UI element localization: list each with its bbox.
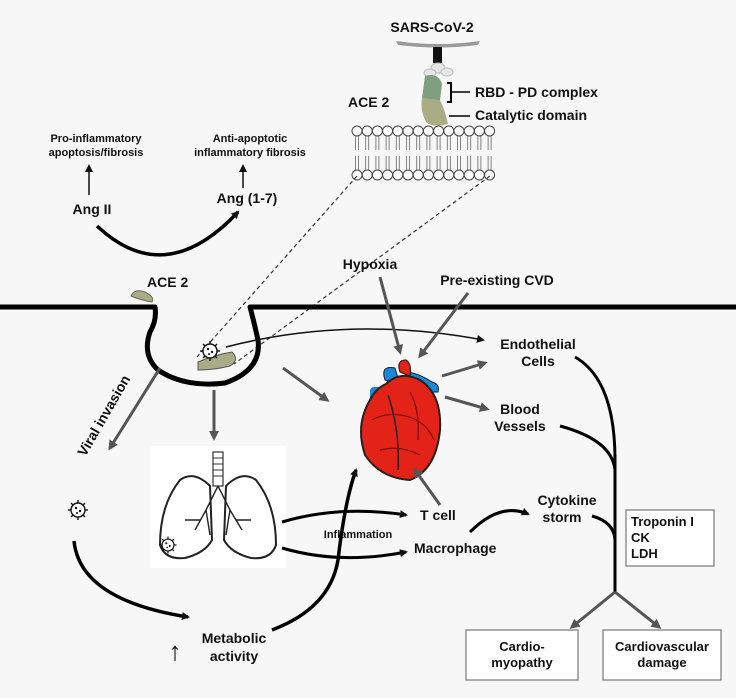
ang17-label: Ang (1-7) bbox=[217, 190, 278, 206]
ang-conversion-arrow bbox=[95, 210, 240, 257]
lungs-to-macrophage-arrow bbox=[281, 546, 408, 560]
cv-damage-line1: Cardiovascular bbox=[615, 639, 709, 654]
cardiomyopathy-line2: myopathy bbox=[491, 655, 553, 670]
macrophage-label: Macrophage bbox=[414, 540, 497, 556]
blood-line1: Blood bbox=[500, 401, 540, 417]
virus-label: SARS-CoV-2 bbox=[390, 19, 473, 35]
heart-to-blood-arrow bbox=[444, 395, 490, 412]
to-cardiomyopathy-arrow bbox=[569, 590, 616, 629]
ace2-cell-protein bbox=[130, 290, 154, 303]
heart-to-endothelial-arrow bbox=[441, 360, 488, 378]
cell-membrane-bilayer bbox=[351, 125, 496, 181]
ace2-cell-label: ACE 2 bbox=[147, 274, 188, 290]
spike-protein bbox=[396, 41, 480, 78]
endothelial-line2: Cells bbox=[521, 353, 555, 369]
free-virus-icon bbox=[67, 499, 89, 521]
hypoxia-label: Hypoxia bbox=[343, 256, 398, 272]
metabolic-up-icon: ↑ bbox=[169, 636, 182, 666]
metabolic-line2: activity bbox=[210, 648, 258, 664]
viral-invasion-arrow bbox=[108, 367, 162, 451]
marker-ck: CK bbox=[631, 530, 650, 545]
anti-apoptotic-line2: inflammatory fibrosis bbox=[194, 147, 306, 159]
rbd-bracket bbox=[447, 82, 452, 103]
cvd-arrow bbox=[418, 292, 470, 359]
ang2-label: Ang II bbox=[73, 201, 112, 217]
bound-virus-icon bbox=[199, 340, 221, 362]
blood-branch bbox=[559, 424, 617, 471]
preexisting-cvd-label: Pre-existing CVD bbox=[440, 272, 554, 288]
metabolic-line1: Metabolic bbox=[202, 630, 267, 646]
viral-invasion-label: Viral invasion bbox=[74, 372, 133, 459]
hypoxia-arrow bbox=[378, 276, 404, 355]
zoom-line-left bbox=[196, 175, 358, 358]
cv-damage-box: Cardiovascular damage bbox=[602, 629, 722, 681]
ace2-top-label: ACE 2 bbox=[348, 94, 389, 110]
to-cv-damage-arrow bbox=[614, 590, 662, 629]
t-cell-label: T cell bbox=[420, 507, 456, 523]
cell-membrane bbox=[0, 304, 736, 387]
lungs-icon bbox=[150, 446, 286, 568]
inflammation-label: Inflammation bbox=[324, 529, 393, 541]
rbd-complex-label: RBD - PD complex bbox=[475, 84, 598, 100]
vesicle-to-endothelial-arrow bbox=[225, 328, 485, 348]
cytokine-line1: Cytokine bbox=[537, 492, 596, 508]
metabolic-to-heart-arrow bbox=[271, 468, 358, 632]
vesicle-to-heart-arrow bbox=[282, 366, 330, 402]
tcell-to-heart-arrow bbox=[413, 467, 442, 506]
cardiomyopathy-box: Cardio- myopathy bbox=[465, 629, 579, 681]
catalytic-domain-label: Catalytic domain bbox=[475, 107, 587, 123]
cardiac-markers-box: Troponin I CK LDH bbox=[625, 509, 715, 567]
pro-inflammatory-line2: apoptosis/fibrosis bbox=[49, 147, 144, 159]
virus-to-metabolic-arrow bbox=[72, 540, 190, 621]
lungs-to-tcell-arrow bbox=[281, 509, 408, 524]
cytokine-branch bbox=[591, 514, 617, 541]
blood-line2: Vessels bbox=[494, 418, 546, 434]
tcell-to-cytokine-arrow bbox=[468, 507, 530, 534]
cv-damage-line2: damage bbox=[637, 655, 686, 670]
ace2-receptor-detail bbox=[421, 75, 448, 126]
endothelial-line1: Endothelial bbox=[500, 336, 575, 352]
pro-inflammatory-line1: Pro-inflammatory bbox=[50, 133, 142, 145]
anti-apoptotic-line1: Anti-apoptotic bbox=[213, 133, 288, 145]
heart-icon bbox=[360, 359, 442, 482]
cardiomyopathy-line1: Cardio- bbox=[499, 639, 545, 654]
cytokine-line2: storm bbox=[543, 509, 582, 525]
zoom-line-right bbox=[233, 175, 491, 365]
endothelial-branch bbox=[574, 355, 617, 461]
marker-ldh: LDH bbox=[631, 546, 658, 561]
marker-troponin: Troponin I bbox=[631, 514, 694, 529]
